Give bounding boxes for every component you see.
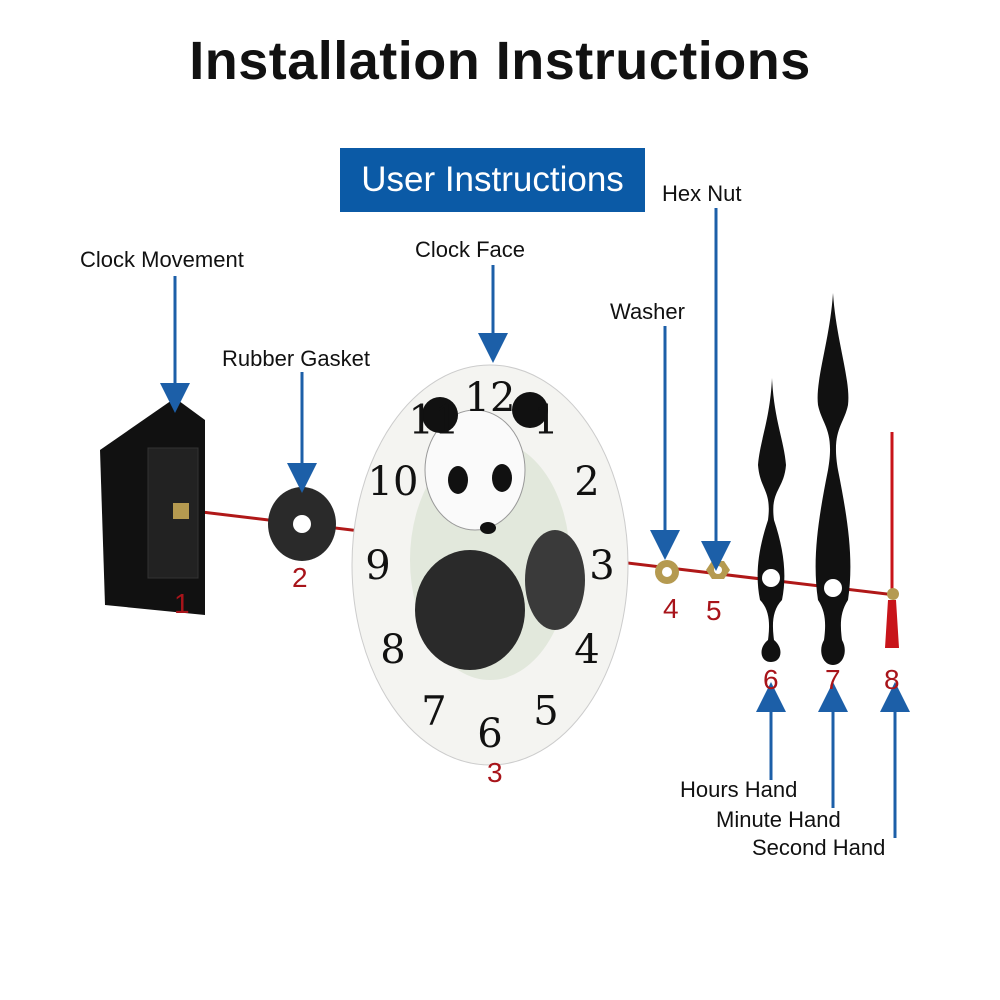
part-number-8: 8 bbox=[884, 664, 900, 695]
part-number-4: 4 bbox=[663, 593, 679, 624]
dial-numeral: 4 bbox=[574, 627, 599, 673]
label-minute-hand: Minute Hand bbox=[716, 807, 841, 832]
label-washer: Washer bbox=[610, 299, 685, 324]
label-rubber-gasket: Rubber Gasket bbox=[222, 346, 370, 371]
dial-numeral: 5 bbox=[533, 688, 558, 734]
second-hand-part bbox=[885, 432, 899, 648]
dial-numeral: 3 bbox=[589, 543, 614, 589]
clock-movement-part bbox=[100, 398, 205, 615]
dial-numeral: 11 bbox=[409, 398, 460, 444]
dial-numeral: 8 bbox=[380, 627, 405, 673]
label-clock-movement: Clock Movement bbox=[80, 247, 244, 272]
label-second-hand: Second Hand bbox=[752, 835, 886, 860]
dial-numeral: 12 bbox=[465, 375, 516, 421]
user-instructions-banner: User Instructions bbox=[340, 148, 645, 212]
washer-part bbox=[655, 560, 679, 584]
dial-numeral: 6 bbox=[477, 711, 502, 757]
rubber-gasket-part bbox=[268, 487, 336, 561]
part-number-6: 6 bbox=[763, 664, 779, 695]
part-number-2: 2 bbox=[292, 562, 308, 593]
dial-numeral: 7 bbox=[421, 688, 446, 734]
minute-hand-part bbox=[815, 293, 851, 665]
dial-numeral: 2 bbox=[574, 459, 599, 505]
part-number-7: 7 bbox=[825, 664, 841, 695]
dial-numeral: 10 bbox=[368, 459, 419, 505]
dial-numeral: 9 bbox=[365, 543, 390, 589]
part-number-1: 1 bbox=[174, 588, 190, 619]
dial-numeral: 1 bbox=[533, 398, 558, 444]
hours-hand-part bbox=[757, 378, 786, 662]
label-clock-face: Clock Face bbox=[415, 237, 526, 262]
label-hours-hand: Hours Hand bbox=[680, 777, 798, 802]
part-number-3: 3 bbox=[487, 757, 503, 788]
part-number-5: 5 bbox=[706, 595, 722, 626]
page-title: Installation Instructions bbox=[189, 31, 811, 91]
label-hex-nut: Hex Nut bbox=[662, 181, 742, 206]
